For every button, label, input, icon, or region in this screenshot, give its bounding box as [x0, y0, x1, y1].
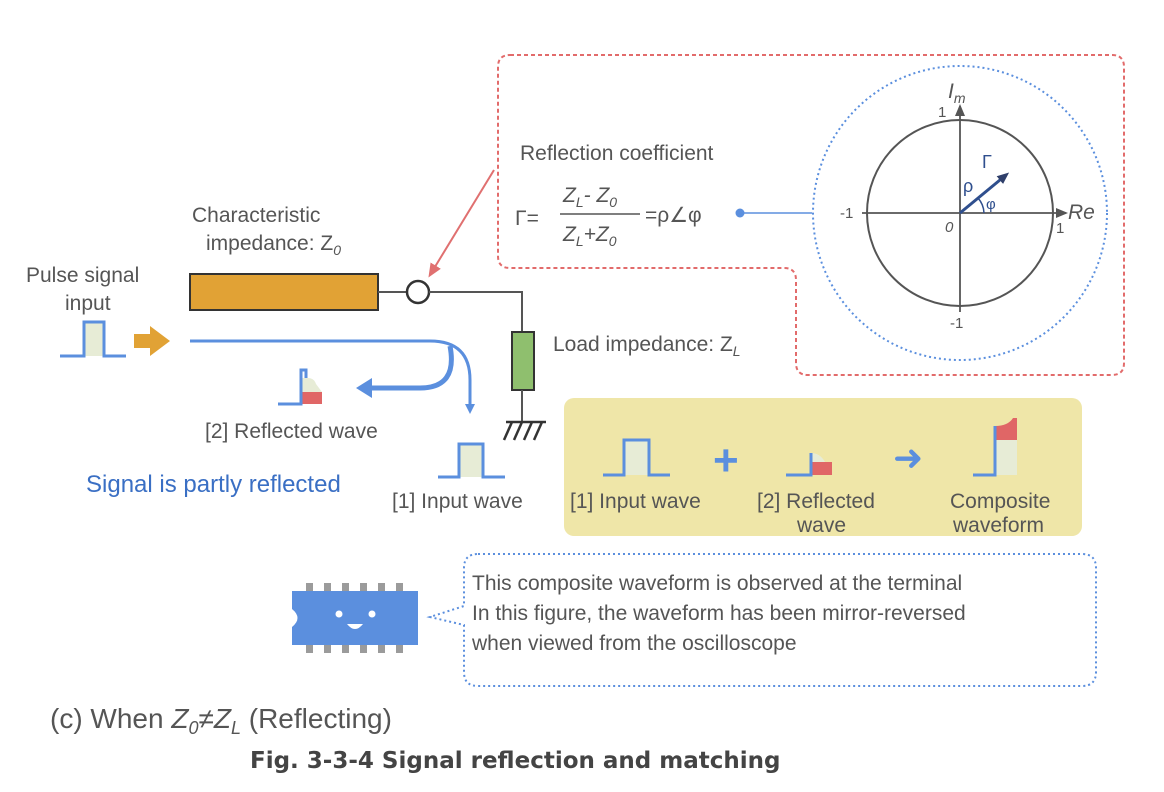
connector-node [405, 279, 431, 305]
gamma-eq: Γ= [515, 207, 539, 230]
result-arrow: ➜ [893, 438, 923, 479]
char-imp-line2: impedance: Z0 [206, 232, 341, 258]
im-minus-one-label: -1 [950, 315, 963, 332]
figure-title: Fig. 3-3-4 Signal reflection and matchin… [250, 748, 780, 774]
composite-label2: waveform [952, 514, 1044, 537]
char-imp-line1: Characteristic [192, 204, 320, 227]
composite-wave [973, 426, 997, 477]
pulse-label-line1: Pulse signal [26, 264, 139, 287]
reflection-callout [497, 54, 1125, 376]
reflected-wave-fill [301, 378, 322, 392]
rho-angle-phi: =ρ∠φ [645, 204, 702, 227]
reflected-wave-red [302, 392, 322, 404]
load-resistor [511, 331, 535, 391]
panel-reflected-label1: [2] Reflected [757, 490, 875, 513]
part-caption: (c) When Z0≠ZL (Reflecting) [50, 703, 392, 738]
reflected-wave [278, 368, 308, 406]
load-imp-label: Load impedance: ZL [553, 333, 741, 359]
im-label: Im [948, 80, 966, 106]
input-wave-label: [1] Input wave [392, 490, 523, 513]
reflected-arrowhead [356, 378, 372, 398]
reflection-title: Reflection coefficient [520, 142, 714, 165]
fraction-numerator: ZL- Z0 [562, 184, 617, 210]
re-one-label: 1 [1056, 220, 1064, 237]
pulse-label-line2: input [65, 292, 111, 315]
reflected-path [370, 345, 454, 391]
im-one-label: 1 [938, 104, 946, 121]
phi-label: φ [986, 196, 996, 213]
panel-reflected-label2: wave [796, 514, 846, 537]
reflected-wave-label: [2] Reflected wave [205, 420, 378, 443]
input-wave-fill [459, 444, 483, 477]
input-wave [438, 442, 505, 479]
origin-label: 0 [945, 219, 954, 236]
panel-reflected-red [812, 462, 832, 475]
partly-reflected-label: Signal is partly reflected [86, 471, 341, 498]
phi-arc [977, 197, 985, 214]
re-minus-one-label: -1 [840, 205, 853, 222]
transmission-line [189, 273, 379, 311]
wire-to-load [429, 291, 523, 332]
fraction-denominator: ZL+Z0 [562, 223, 617, 249]
input-arrow [134, 326, 170, 356]
polar-plot [862, 104, 1068, 312]
gamma-label: Γ [982, 152, 992, 172]
re-label: Re [1068, 201, 1095, 224]
composite-fill [995, 440, 1017, 475]
note-line2: In this figure, the waveform has been mi… [472, 602, 966, 625]
panel-input-label: [1] Input wave [570, 490, 701, 513]
panel-input-wave-fill [624, 440, 649, 475]
ground-symbol [502, 420, 546, 441]
input-pulse [60, 320, 126, 358]
rho-label: ρ [963, 176, 973, 196]
panel-input-wave [603, 438, 670, 477]
note-line3: when viewed from the oscilloscope [471, 632, 797, 655]
panel-reflected-wave [786, 453, 813, 477]
chip-mascot [292, 583, 418, 653]
input-pulse-fill [84, 322, 104, 356]
gamma-vector [959, 172, 1010, 215]
note-line1: This composite waveform is observed at t… [472, 572, 962, 595]
composite-red [995, 418, 1017, 440]
incident-path [190, 339, 475, 414]
callout-pointer-arrow [428, 169, 495, 278]
plus-sign: + [713, 436, 739, 485]
panel-reflected-fill [811, 453, 825, 462]
composite-label1: Composite [950, 490, 1050, 513]
polar-highlight-circle [812, 65, 1108, 361]
